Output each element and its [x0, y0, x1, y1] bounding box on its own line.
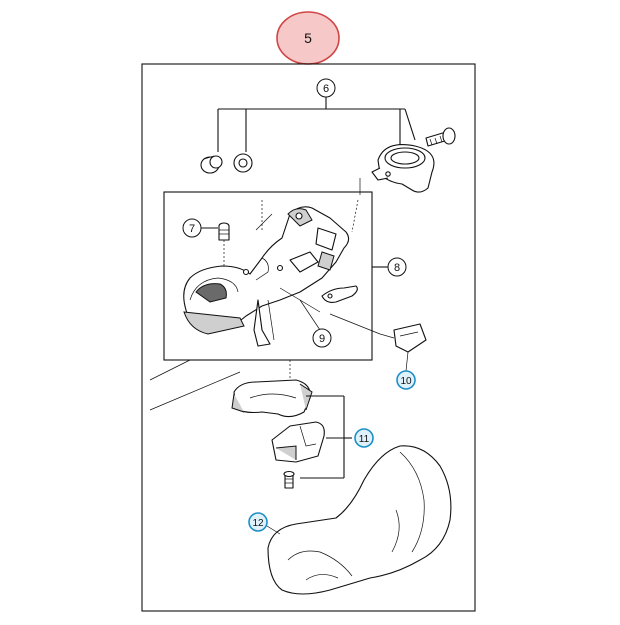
- part-6-washer[interactable]: [233, 153, 253, 173]
- assembly-callout-5[interactable]: 5: [276, 11, 340, 65]
- callout-6-leaders: [217, 97, 416, 152]
- callout-7-label: 7: [189, 223, 195, 235]
- part-8-shifter-body[interactable]: [183, 199, 359, 347]
- part-6-clamp-bolt[interactable]: [425, 127, 456, 147]
- callout-10-group[interactable]: 10: [396, 351, 416, 390]
- callout-6-group[interactable]: 6: [316, 78, 336, 98]
- callout-12-label: 12: [252, 518, 264, 529]
- part-8-frame: [163, 191, 373, 361]
- part-6-clamp-band[interactable]: [371, 144, 435, 193]
- callout-11-group[interactable]: 11: [354, 428, 374, 448]
- callout-10-circle: [396, 370, 416, 390]
- part-11-bolt[interactable]: [283, 470, 295, 489]
- callout-6-label: 6: [323, 83, 329, 95]
- assembly-frame: [141, 63, 476, 612]
- callout-12-circle: [248, 512, 268, 532]
- handlebar-line: [149, 359, 191, 381]
- callout-8-group[interactable]: 8: [372, 257, 407, 277]
- callout-9-circle: [312, 328, 332, 348]
- callout-9-group[interactable]: 9: [299, 299, 332, 348]
- part-10-cover-screw[interactable]: [329, 313, 427, 353]
- part-7-screw[interactable]: [218, 222, 230, 270]
- assembly-callout-number: 5: [304, 30, 312, 46]
- callout-12-group[interactable]: 12: [248, 512, 281, 535]
- part-6-nut[interactable]: [200, 155, 223, 174]
- callout-10-label: 10: [400, 376, 412, 387]
- callout-7-group[interactable]: 7: [182, 218, 218, 238]
- callout-9-label: 9: [319, 333, 325, 345]
- part-12-bracket-cover[interactable]: [267, 445, 452, 595]
- callout-8-circle: [387, 257, 407, 277]
- callout-11-circle: [354, 428, 374, 448]
- part-11-clamp-upper[interactable]: [231, 379, 313, 418]
- callout-11-bracket: [300, 395, 352, 479]
- part-11-clamp-lower[interactable]: [271, 421, 325, 463]
- part-9-lever[interactable]: [321, 285, 358, 303]
- callout-11-label: 11: [359, 434, 370, 445]
- callout-8-label: 8: [394, 262, 400, 274]
- handlebar-line: [149, 371, 241, 411]
